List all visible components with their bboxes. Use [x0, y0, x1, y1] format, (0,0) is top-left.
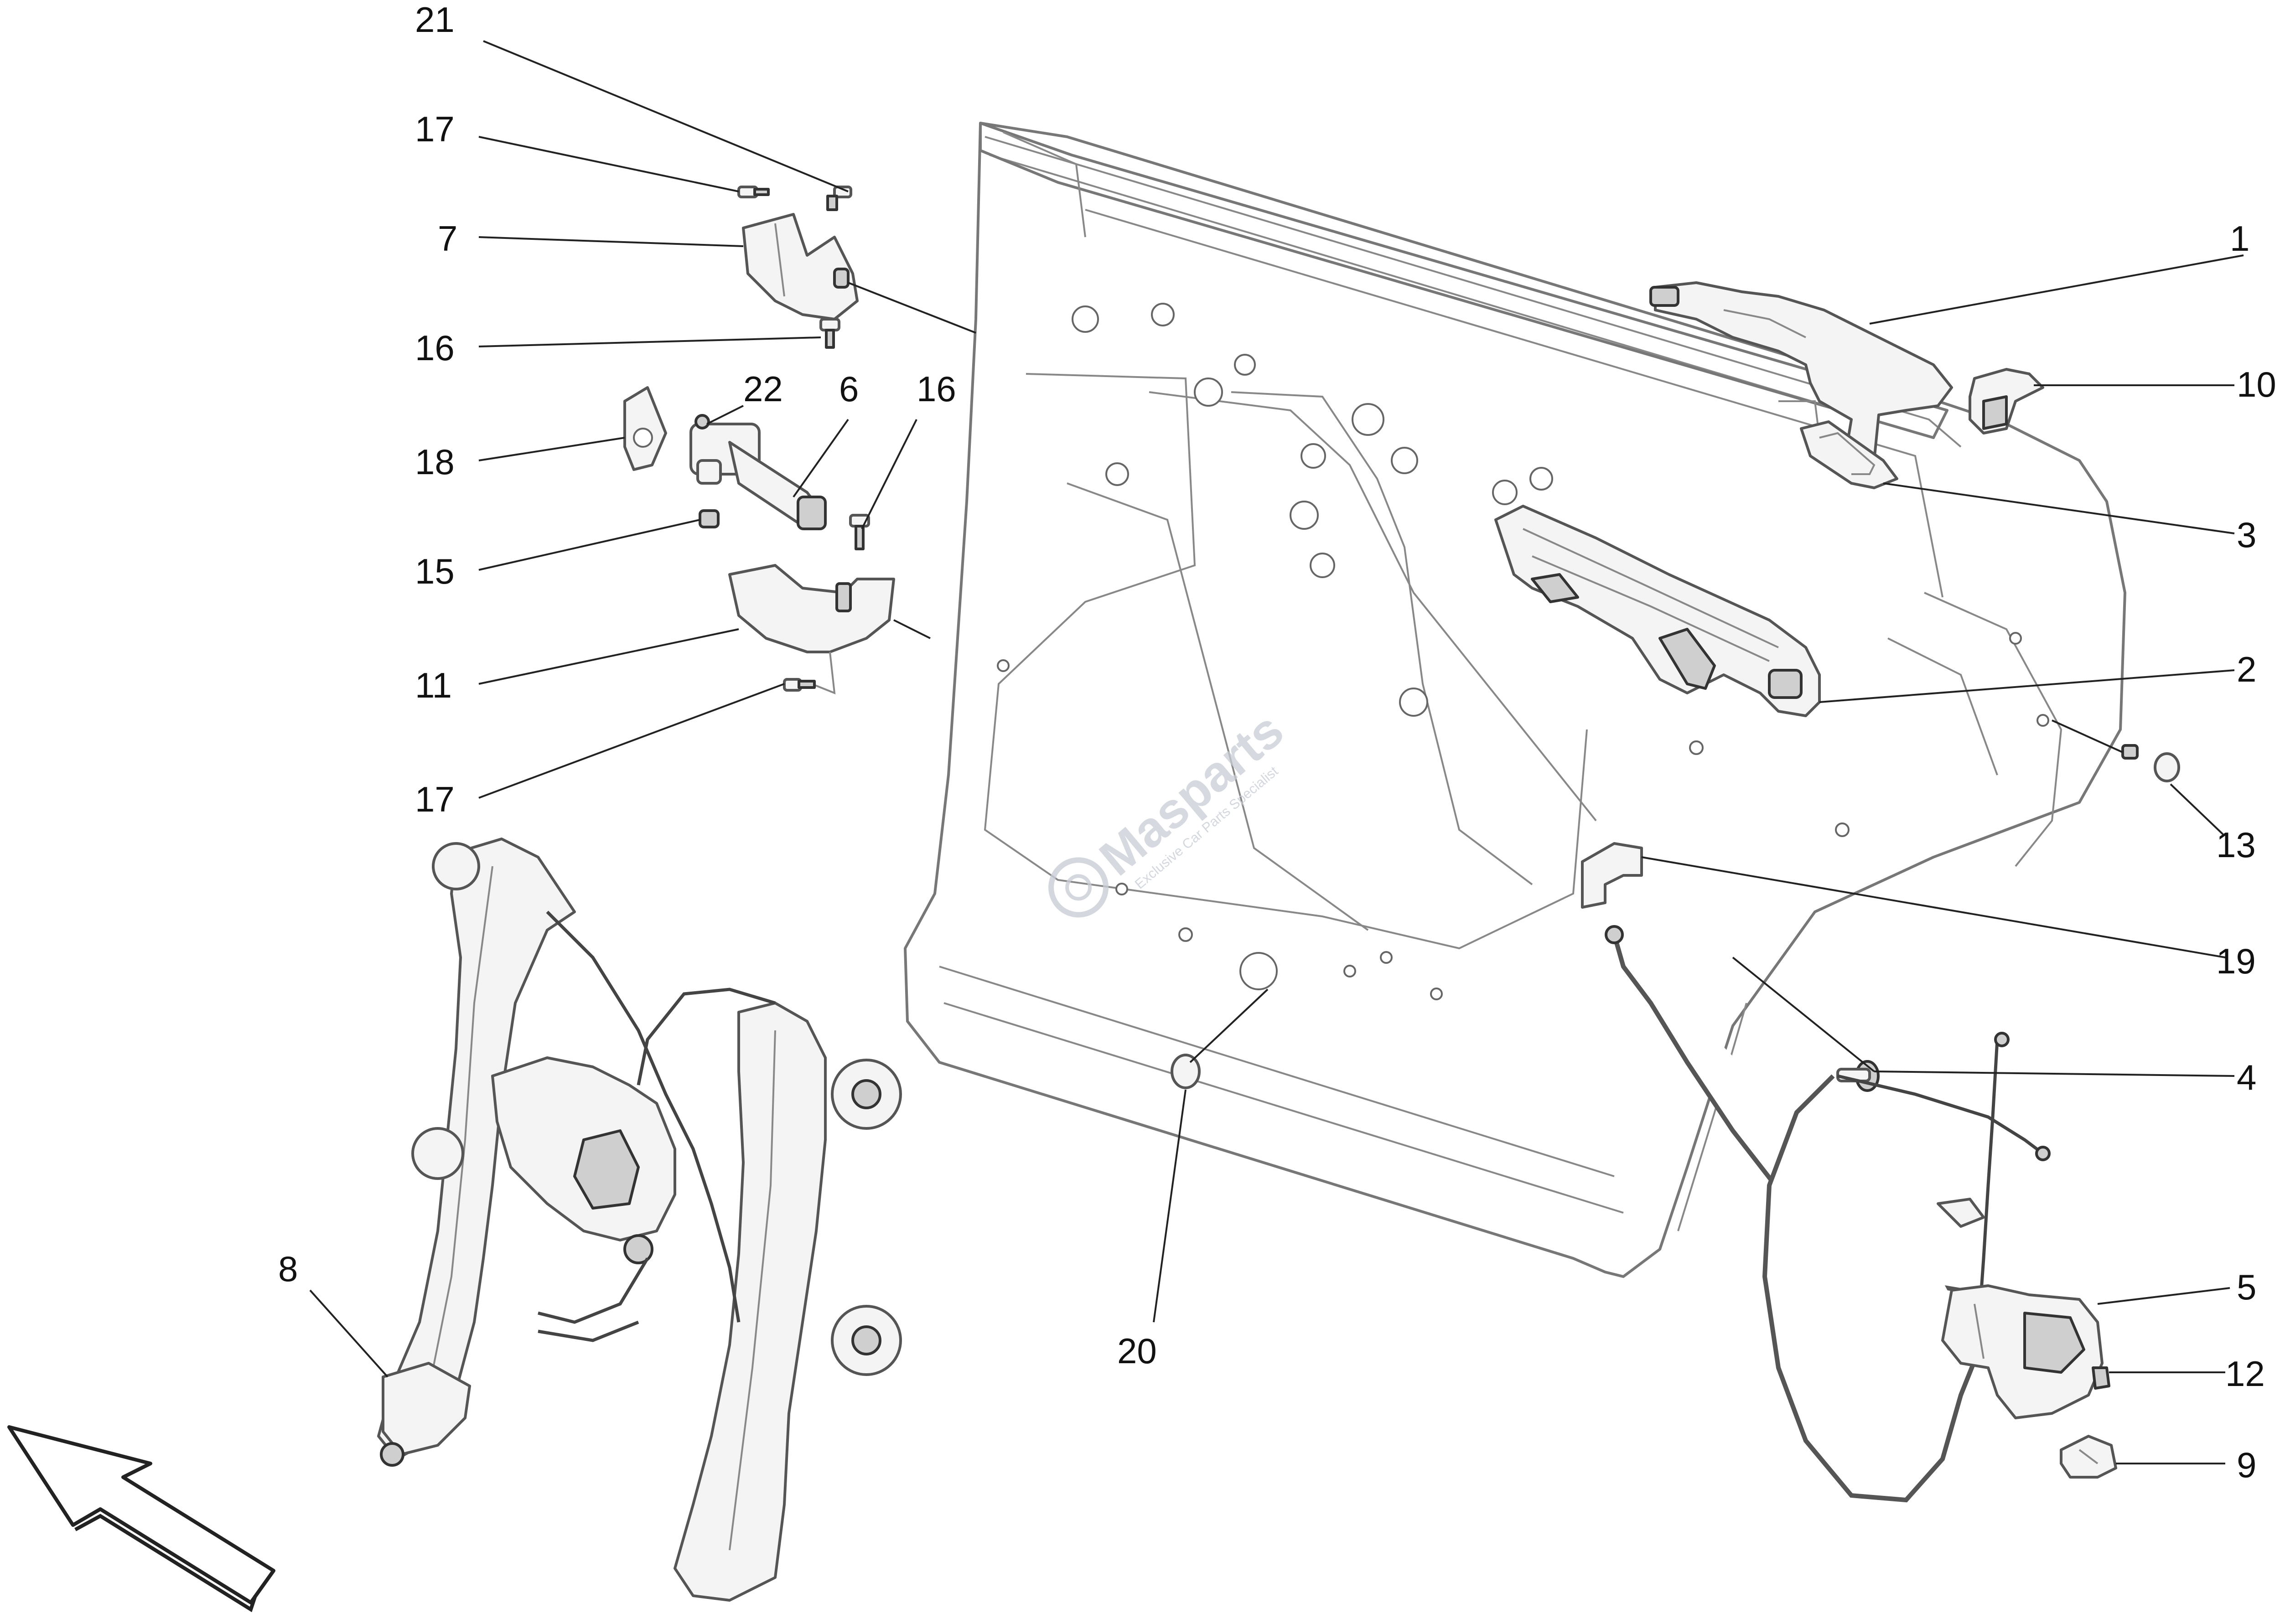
callout-13: 13 — [2216, 825, 2256, 865]
callout-labels: 21 17 7 16 22 6 16 18 15 11 17 8 20 1 10… — [278, 0, 2276, 1485]
striker-9 — [2060, 1435, 2117, 1479]
callout-19: 19 — [2216, 941, 2256, 981]
nut-22 — [694, 414, 710, 429]
leader-lines — [309, 40, 2244, 1464]
nut-15 — [699, 509, 720, 528]
callout-7: 7 — [438, 218, 457, 259]
callout-6: 6 — [839, 369, 859, 409]
upper-hinge — [742, 213, 859, 321]
callout-3: 3 — [2237, 515, 2256, 555]
handle-carrier-2 — [1494, 505, 1821, 717]
clip-13 — [2121, 744, 2180, 782]
callout-10: 10 — [2237, 364, 2276, 404]
callout-11: 11 — [415, 665, 452, 705]
callout-15: 15 — [415, 551, 455, 591]
bolt-17-lower — [783, 678, 816, 692]
callout-21: 21 — [415, 0, 455, 40]
screw-12 — [2092, 1366, 2110, 1390]
callout-22: 22 — [743, 369, 783, 409]
watermark-brand: Masparts — [1089, 702, 1294, 886]
bracket-19 — [1581, 842, 1643, 909]
callout-5: 5 — [2237, 1267, 2256, 1307]
callout-8: 8 — [278, 1249, 298, 1289]
callout-17-upper: 17 — [415, 109, 455, 149]
grommet-18 — [623, 386, 667, 471]
callout-20: 20 — [1117, 1331, 1157, 1371]
callout-4: 4 — [2237, 1057, 2256, 1097]
window-regulator-8 — [377, 838, 902, 1602]
front-direction-arrow-icon — [7, 1425, 275, 1613]
bolt-16-upper — [819, 318, 840, 349]
callout-12: 12 — [2225, 1354, 2265, 1394]
latch-cables — [1605, 925, 2051, 1503]
callout-17-lower: 17 — [415, 779, 455, 819]
plug-20 — [1171, 1054, 1201, 1089]
bolt-17-upper — [737, 186, 770, 198]
door-inner-panel — [904, 122, 2126, 1278]
callout-16-mid: 16 — [917, 369, 956, 409]
callout-18: 18 — [415, 442, 455, 482]
door-check-6 — [689, 423, 827, 530]
lock-cylinder-10 — [1969, 368, 2044, 434]
bolt-21 — [826, 186, 852, 211]
callout-1: 1 — [2230, 218, 2249, 259]
door-latch-5 — [1941, 1284, 2104, 1419]
watermark: Masparts Exclusive Car Parts Specialist — [1048, 702, 1294, 918]
callout-16-upper: 16 — [415, 328, 455, 368]
callout-2: 2 — [2237, 649, 2256, 689]
callout-9: 9 — [2237, 1445, 2256, 1485]
lower-hinge-11 — [728, 564, 895, 695]
